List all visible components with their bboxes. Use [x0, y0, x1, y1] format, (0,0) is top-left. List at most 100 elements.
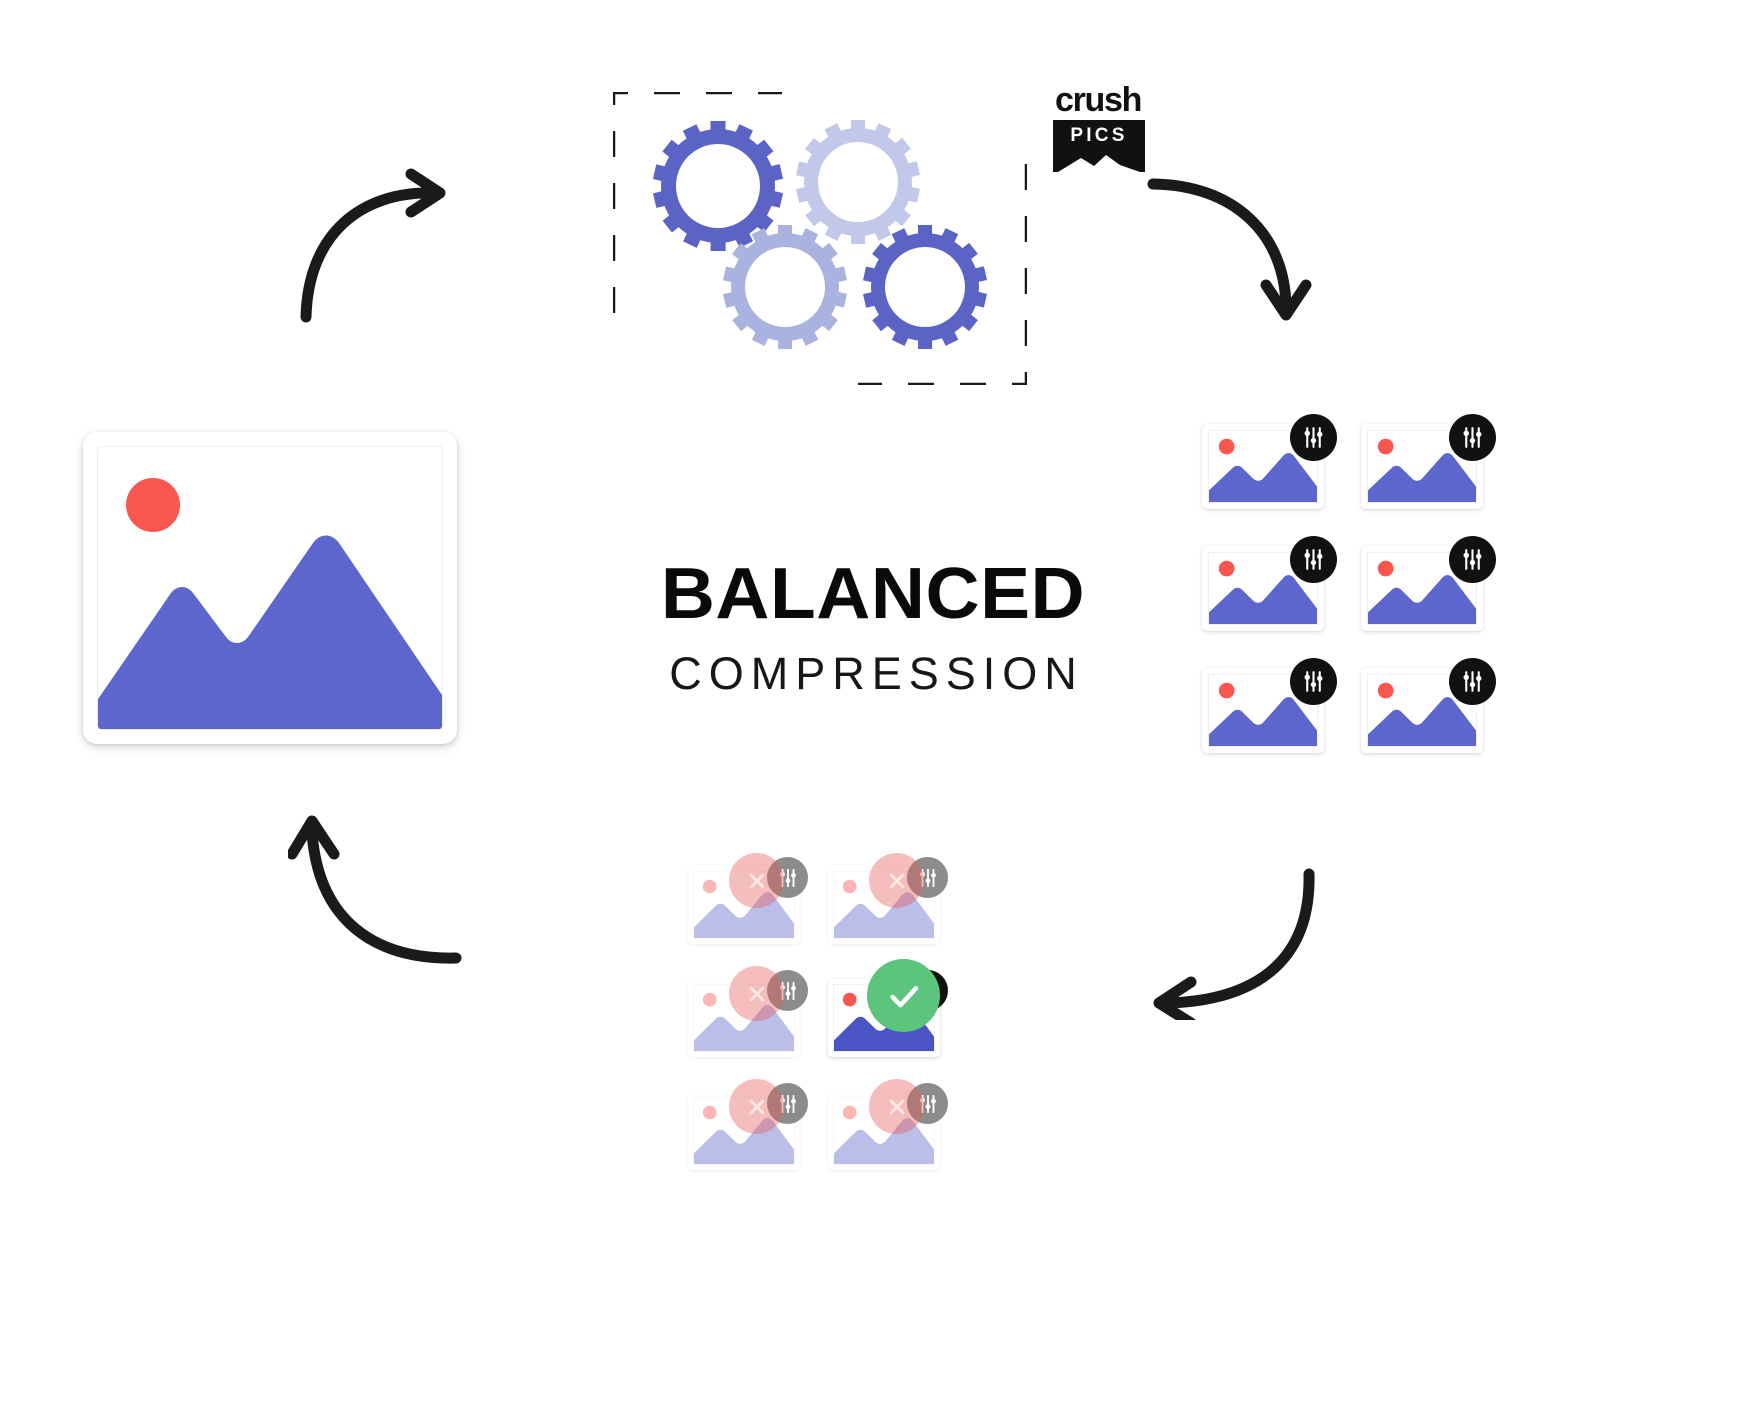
source-image-card[interactable] [83, 432, 457, 744]
mountain-shape [834, 892, 934, 938]
variant-thumbnail[interactable] [1361, 536, 1496, 638]
reject-badge[interactable] [729, 966, 784, 1021]
rejected-image [693, 984, 795, 1052]
variant-thumbnail[interactable] [1361, 414, 1496, 516]
mountain-shape [1209, 575, 1317, 624]
gear-bottom-left [722, 225, 848, 350]
sliders-icon [779, 868, 796, 887]
mountain-shape [694, 892, 794, 938]
variant-thumbnail[interactable] [1202, 414, 1337, 516]
selection-row [688, 1079, 964, 1176]
mountain-shape [1368, 453, 1476, 502]
variant-card [1202, 424, 1324, 509]
sliders-badge[interactable] [1449, 658, 1496, 705]
sliders-badge[interactable] [767, 1083, 808, 1124]
sliders-badge[interactable] [1449, 414, 1496, 461]
rejected-image [833, 871, 935, 939]
sliders-icon [1304, 549, 1323, 570]
sliders-icon [1463, 549, 1482, 570]
gear-top-left [652, 121, 784, 252]
rejected-thumbnail[interactable] [828, 853, 948, 950]
curved-arrow-up-left [288, 815, 462, 964]
rejected-card [688, 1092, 800, 1170]
mountain-icon [1058, 155, 1140, 172]
sliders-icon [1304, 427, 1323, 448]
mountain-shape [694, 1118, 794, 1164]
rejected-thumbnail[interactable] [688, 853, 808, 950]
mountain-shape [1368, 697, 1476, 746]
x-icon [749, 1099, 764, 1114]
rejected-card [688, 979, 800, 1057]
rejected-image [833, 1097, 935, 1165]
variants-row [1202, 414, 1496, 516]
reject-badge[interactable] [869, 1079, 924, 1134]
sliders-icon [919, 1094, 936, 1113]
sun-icon [1377, 560, 1394, 577]
curved-arrow-down-left [1153, 868, 1315, 1020]
sun-icon [126, 478, 180, 532]
sun-icon [842, 992, 857, 1007]
selection-row [688, 959, 964, 1063]
dashed-crop-frame [613, 92, 1027, 385]
variant-thumbnail[interactable] [1361, 658, 1496, 760]
x-icon [749, 986, 764, 1001]
check-icon [889, 985, 918, 1007]
selection-row [688, 853, 964, 950]
gear-bottom-right [862, 225, 988, 350]
sliders-icon [779, 1094, 796, 1113]
reject-badge[interactable] [869, 853, 924, 908]
gear-top-right [795, 120, 921, 245]
source-image-graphic [98, 478, 442, 729]
sliders-badge[interactable] [907, 1083, 948, 1124]
variant-thumbnail[interactable] [1202, 658, 1337, 760]
sun-icon [842, 1105, 857, 1120]
x-icon [749, 873, 764, 888]
mountain-shape [834, 1118, 934, 1164]
page-subtitle: COMPRESSION [669, 648, 1084, 699]
sliders-icon [1304, 671, 1323, 692]
gear-cluster [652, 120, 988, 350]
sliders-badge[interactable] [767, 857, 808, 898]
rejected-card [828, 1092, 940, 1170]
curved-arrow-up-right [300, 168, 446, 323]
sliders-badge[interactable] [1290, 658, 1337, 705]
source-image-inner [97, 446, 443, 730]
sliders-icon [779, 981, 796, 1000]
accept-badge[interactable] [867, 959, 940, 1032]
variant-thumbnail[interactable] [1202, 536, 1337, 638]
rejected-thumbnail[interactable] [688, 966, 808, 1063]
reject-badge[interactable] [729, 853, 784, 908]
variants-row [1202, 536, 1496, 638]
compression-variants-grid [1202, 414, 1496, 753]
variants-row [1202, 658, 1496, 760]
x-icon [889, 1099, 904, 1114]
sun-icon [1218, 682, 1235, 699]
rejected-thumbnail[interactable] [688, 1079, 808, 1176]
sliders-badge[interactable] [767, 970, 808, 1011]
sliders-badge[interactable] [1290, 414, 1337, 461]
x-icon [889, 873, 904, 888]
sliders-badge[interactable] [1449, 536, 1496, 583]
sun-icon [842, 879, 857, 894]
brand-box-label: PICS [1070, 125, 1128, 146]
reject-badge[interactable] [729, 1079, 784, 1134]
brand-logo: crush PICS [1053, 83, 1149, 172]
rejected-image [693, 1097, 795, 1165]
sun-icon [1377, 438, 1394, 455]
mountain-shape [98, 535, 442, 729]
curved-arrow-down-right [1147, 178, 1312, 321]
sliders-icon [919, 868, 936, 887]
mountain-shape [1209, 697, 1317, 746]
rejected-card [828, 866, 940, 944]
selected-thumbnail[interactable] [828, 959, 948, 1063]
sliders-icon [1463, 671, 1482, 692]
sun-icon [1218, 438, 1235, 455]
sun-icon [1377, 682, 1394, 699]
brand-wordmark: crush [1055, 81, 1142, 119]
mountain-shape [1209, 453, 1317, 502]
rejected-thumbnail[interactable] [828, 1079, 948, 1176]
sliders-badge[interactable] [1290, 536, 1337, 583]
sun-icon [1218, 560, 1235, 577]
sliders-badge[interactable] [907, 857, 948, 898]
